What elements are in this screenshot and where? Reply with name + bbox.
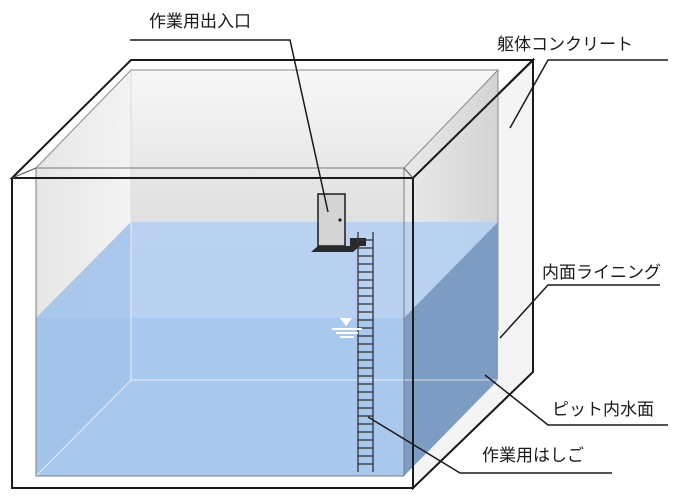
label-concrete: 躯体コンクリート [497, 35, 633, 55]
leader-line-concrete [509, 59, 668, 129]
leader-line-entrance [130, 39, 329, 213]
label-entrance: 作業用出入口 [149, 12, 251, 32]
label-ladder: 作業用はしご [482, 446, 584, 466]
leader-line-lining [499, 284, 660, 339]
water-level-marker-icon [332, 318, 362, 338]
concrete-edge [412, 59, 534, 179]
interior-edge-line [35, 379, 132, 477]
label-lining: 内面ライニング [542, 263, 661, 283]
leader-line-ladder [367, 416, 612, 474]
water-right-face [404, 222, 498, 476]
concrete-front-frame [11, 177, 414, 489]
ladder-icon [357, 232, 374, 472]
water-top-surface [36, 222, 498, 318]
water-left-face [36, 222, 131, 476]
lining-edge [403, 167, 414, 179]
label-water-surface: ピット内水面 [552, 400, 654, 420]
lining-edge [11, 167, 37, 179]
lining-inner-outline [35, 167, 405, 477]
leader-line-water-surface [484, 374, 668, 426]
